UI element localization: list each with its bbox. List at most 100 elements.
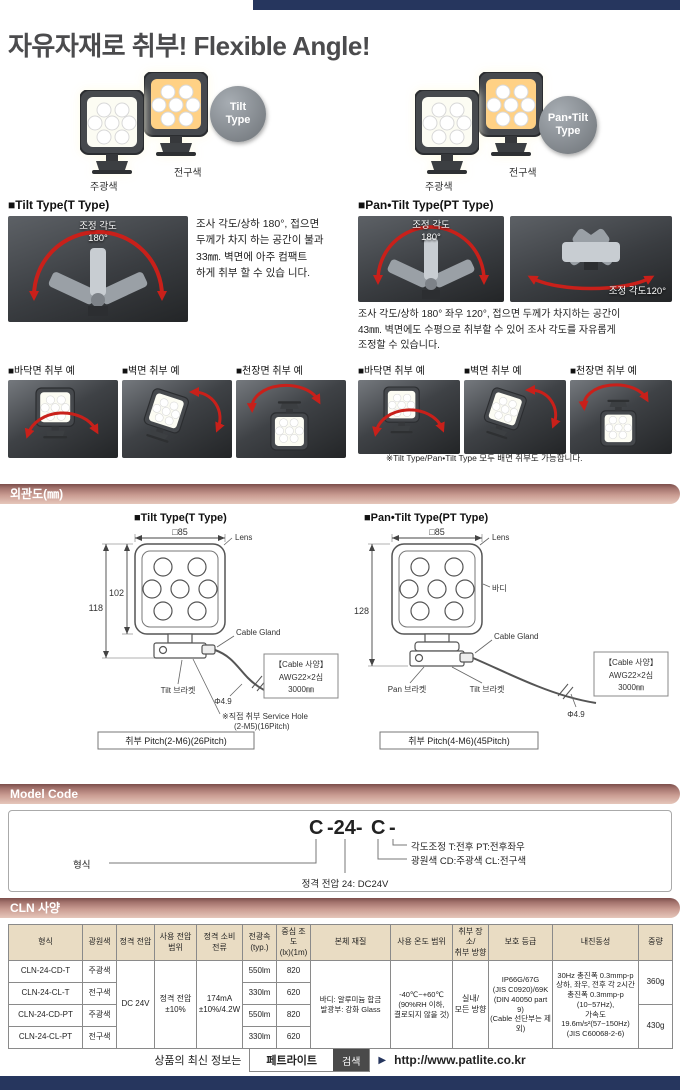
tilt-bracket-label: Tilt 브라켓 [161, 685, 196, 695]
col-header-lumen: 전광속 (typ.) [242, 923, 277, 962]
mount-example-floor-pt: ■바닥면 취부 예 [358, 362, 460, 454]
mount-label: ■천장면 취부 예 [570, 366, 637, 377]
tilt-type-badge: Tilt Type [210, 86, 266, 142]
brand-search-box[interactable]: 페트라이트 [250, 1049, 333, 1071]
pantilt-drawing-heading: ■Pan•Tilt Type(PT Type) [364, 512, 489, 524]
daylight-label: 주광색 [90, 182, 118, 193]
cell-lux: 820 [276, 1004, 311, 1028]
cell-lumen: 330lm [242, 1026, 277, 1050]
tilt-dimension-drawing: ■Tilt Type(T Type) □85 118 102 Lens Cabl… [30, 512, 342, 758]
mount-label: ■바닥면 취부 예 [358, 366, 425, 377]
mount-photo-ceiling [236, 380, 346, 458]
mount-label: ■천장면 취부 예 [236, 366, 303, 377]
spec-table: 형식 광원색 정격 전압 사용 전압 범위 정격 소비 전류 전광속 (typ.… [8, 923, 673, 1050]
tilt-description: 조사 각도/상하 180°, 접으면 두께가 차지 하는 공간이 불과 33㎜.… [196, 218, 324, 279]
mount-illustration [246, 383, 321, 451]
cell-place: 실내/ 모든 방향 [452, 960, 489, 1050]
tilt-drawing: □85 118 102 Lens Cable Gland Φ4.9 【Cable… [89, 527, 339, 750]
cell-lumen: 330lm [242, 982, 277, 1006]
mount-illustration [578, 383, 649, 447]
top-accent-bar [253, 0, 680, 10]
tilt-angle-diagram: 조정 각도 180° [8, 216, 188, 322]
page-title: 자유자재로 취부! Flexible Angle! [8, 31, 371, 61]
cell-voltage-range: 정격 전압 ±10% [154, 960, 197, 1050]
worklight-daylight-image [415, 90, 479, 174]
dim-height-outer: 118 [89, 603, 103, 613]
table-row: CLN-24-CD-PT 주광색 550lm 820 430g [8, 1004, 673, 1050]
pantilt-angle-label-2: 조정 각도120° [608, 285, 666, 297]
daylight-label: 주광색 [425, 182, 453, 193]
model-code-box: C -24- C - 형식 정격 전압 24: DC24V 광원색 CD:주광색… [8, 810, 672, 892]
cable-gland-label: Cable Gland [236, 628, 280, 637]
cell-model: CLN-24-CL-PT [8, 1026, 83, 1050]
pantilt-pan-diagram: 조정 각도120° [510, 216, 672, 302]
brand-search-widget: 페트라이트 검색 [249, 1048, 371, 1072]
cell-temp: -40℃~+60℃ (90%RH 이하, 결로되지 않을 것) [390, 960, 453, 1050]
pantilt-tilt-diagram: 조정 각도 180° [358, 216, 504, 302]
bottom-accent-bar [0, 1076, 680, 1090]
cell-color: 전구색 [82, 982, 117, 1006]
mount-example-wall-t: ■벽면 취부 예 [122, 362, 232, 458]
cable-spec-line1: AWG22×2심 [279, 672, 323, 682]
table-row: CLN-24-CL-PT 전구색 330lm 620 [8, 1026, 673, 1050]
cable-diameter-label: Φ4.9 [214, 697, 232, 706]
mount-illustration [479, 384, 561, 443]
pantilt-type-photo: 주광색 전구색 Pan•Tilt Type [395, 72, 625, 200]
cell-lux: 620 [276, 1026, 311, 1050]
tilt-angle-label: 조정 각도 180° [79, 221, 117, 245]
pantilt-description: 조사 각도/상하 180° 좌우 120°, 접으면 두께가 차지하는 공간이 … [358, 309, 621, 351]
arrow-icon: ▶ [378, 1054, 387, 1066]
lens-label: Lens [235, 533, 252, 542]
mount-illustration [372, 386, 445, 437]
dim-width: □85 [172, 527, 187, 537]
cell-lux: 820 [276, 960, 311, 984]
cell-weight-t: 360g [638, 960, 673, 1006]
tilt-bracket-label: Tilt 브라켓 [470, 684, 505, 694]
cable-spec-title: 【Cable 사양】 [274, 660, 328, 669]
worklight-daylight-image [80, 90, 144, 174]
section-bar-dimensions: 외관도(㎜) [0, 484, 680, 504]
pantilt-angle-label-1: 조정 각도 180° [412, 220, 450, 244]
cell-model: CLN-24-CD-PT [8, 1004, 83, 1028]
model-code-angle: - [389, 817, 396, 839]
mount-photo-floor [8, 380, 118, 458]
body-label: 바디 [492, 583, 507, 593]
pantilt-section-heading: ■Pan•Tilt Type(PT Type) [358, 198, 494, 212]
model-code-label-type: 형식 [73, 860, 91, 871]
pan-bracket-label: Pan 브라켓 [388, 684, 427, 694]
pantilt-pitch-label: 취부 Pitch(4-M6)(45Pitch) [408, 736, 510, 746]
dim-width: □85 [429, 527, 444, 537]
search-button[interactable]: 검색 [333, 1049, 370, 1071]
col-header-lux: 중심 조도 (lx)(1m) [276, 923, 311, 962]
mount-photo-ceiling [570, 380, 672, 454]
col-header-voltage-range: 사용 전압 범위 [154, 923, 197, 962]
col-header-temp: 사용 온도 범위 [390, 923, 453, 962]
tilt-pitch-label: 취부 Pitch(2-M6)(26Pitch) [125, 736, 227, 746]
pantilt-pan-illustration [527, 228, 655, 291]
mount-photo-wall [122, 380, 232, 458]
col-header-current: 정격 소비 전류 [196, 923, 243, 962]
mount-label: ■바닥면 취부 예 [8, 366, 75, 377]
footer-url[interactable]: http://www.patlite.co.kr [394, 1053, 526, 1067]
model-code-label-voltage: 정격 전압 24: DC24V [301, 879, 389, 890]
col-header-protection: 보호 등급 [488, 923, 553, 962]
col-header-vibration: 내진동성 [552, 923, 639, 962]
cell-voltage: DC 24V [116, 960, 155, 1050]
cell-lumen: 550lm [242, 960, 277, 984]
mount-label: ■벽면 취부 예 [464, 366, 522, 377]
col-header-weight: 중량 [638, 923, 673, 962]
spec-header-row: 형식 광원색 정격 전압 사용 전압 범위 정격 소비 전류 전광속 (typ.… [8, 923, 673, 962]
model-code-prefix: C [309, 817, 324, 839]
cable-spec-line2: 3000㎜ [288, 685, 314, 694]
mount-illustration [138, 386, 225, 446]
section-bar-spec: CLN 사양 [0, 898, 680, 918]
footer: 상품의 최신 정보는 페트라이트 검색 ▶ http://www.patlite… [0, 1048, 680, 1072]
lens-label: Lens [492, 533, 509, 542]
warm-label: 전구색 [509, 168, 537, 179]
model-code-color: C [371, 817, 386, 839]
tilt-type-photo: 주광색 전구색 Tilt Type [60, 72, 290, 200]
model-code-voltage: -24- [327, 817, 363, 839]
mount-example-ceiling-pt: ■천장면 취부 예 [570, 362, 672, 454]
mount-example-wall-pt: ■벽면 취부 예 [464, 362, 566, 454]
pantilt-type-badge: Pan•Tilt Type [539, 96, 597, 154]
